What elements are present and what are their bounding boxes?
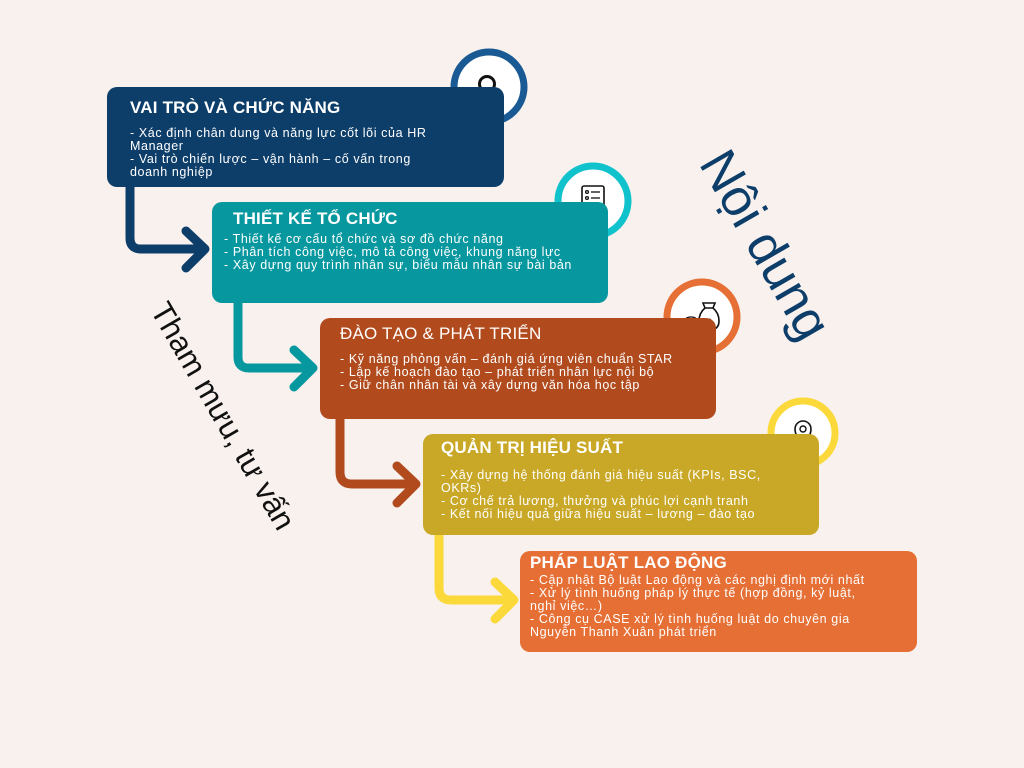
- step-line: - Lập kế hoạch đào tạo – phát triển nhân…: [340, 365, 655, 379]
- step-lines: - Thiết kế cơ cấu tổ chức và sơ đồ chức …: [224, 233, 600, 272]
- step-line: - Xây dựng quy trình nhân sự, biểu mẫu n…: [224, 258, 572, 272]
- step-box-phap-luat: PHÁP LUẬT LAO ĐỘNG - Cập nhật Bộ luật La…: [520, 551, 917, 652]
- step-title: THIẾT KẾ TỔ CHỨC: [233, 209, 398, 228]
- connector-arrow-2: [233, 297, 318, 392]
- step-line: - Kỹ năng phỏng vấn – đánh giá ứng viên …: [340, 352, 673, 366]
- step-line: doanh nghiệp: [130, 165, 213, 179]
- step-title: QUẢN TRỊ HIỆU SUẤT: [441, 438, 624, 457]
- step-line: - Cơ chế trả lương, thưởng và phúc lợi c…: [441, 494, 749, 508]
- step-line: - Xây dựng hệ thống đánh giá hiệu suất (…: [441, 468, 761, 482]
- step-lines: - Xây dựng hệ thống đánh giá hiệu suất (…: [441, 469, 799, 521]
- step-line: Manager: [130, 139, 184, 153]
- step-line: OKRs): [441, 481, 482, 495]
- connector-arrow-3: [335, 413, 421, 508]
- step-line: - Kết nối hiệu quả giữa hiệu suất – lươn…: [441, 507, 756, 521]
- step-line: - Phân tích công việc, mô tả công việc, …: [224, 245, 561, 259]
- step-line: - Xác định chân dung và năng lực cốt lõi…: [130, 126, 427, 140]
- step-line: Nguyễn Thanh Xuân phát triển: [530, 625, 717, 639]
- step-line: - Vai trò chiến lược – vận hành – cố vấn…: [130, 152, 411, 166]
- step-lines: - Kỹ năng phỏng vấn – đánh giá ứng viên …: [340, 353, 708, 392]
- step-lines: - Xác định chân dung và năng lực cốt lõi…: [130, 127, 482, 179]
- step-line: - Giữ chân nhân tài và xây dựng văn hóa …: [340, 378, 640, 392]
- step-line: - Xử lý tình huống pháp lý thực tế (hợp …: [530, 586, 856, 600]
- step-box-dao-tao: ĐÀO TẠO & PHÁT TRIỂN - Kỹ năng phỏng vấn…: [320, 318, 716, 419]
- step-lines: - Cập nhật Bộ luật Lao động và các nghị …: [530, 574, 903, 639]
- step-title: VAI TRÒ VÀ CHỨC NĂNG: [130, 98, 341, 117]
- step-line: - Cập nhật Bộ luật Lao động và các nghị …: [530, 573, 865, 587]
- step-box-vai-tro: VAI TRÒ VÀ CHỨC NĂNG - Xác định chân dun…: [107, 87, 504, 187]
- step-title: ĐÀO TẠO & PHÁT TRIỂN: [340, 324, 542, 343]
- connector-arrow-4: [434, 530, 519, 624]
- step-line: - Công cụ CASE xử lý tình huống luật do …: [530, 612, 850, 626]
- connector-arrow-1: [125, 181, 210, 273]
- step-title: PHÁP LUẬT LAO ĐỘNG: [530, 553, 727, 572]
- step-line: - Thiết kế cơ cấu tổ chức và sơ đồ chức …: [224, 232, 504, 246]
- step-line: nghỉ việc…): [530, 599, 603, 613]
- step-box-quan-tri: QUẢN TRỊ HIỆU SUẤT - Xây dựng hệ thống đ…: [423, 434, 819, 535]
- step-box-thiet-ke: THIẾT KẾ TỔ CHỨC - Thiết kế cơ cấu tổ ch…: [212, 202, 608, 303]
